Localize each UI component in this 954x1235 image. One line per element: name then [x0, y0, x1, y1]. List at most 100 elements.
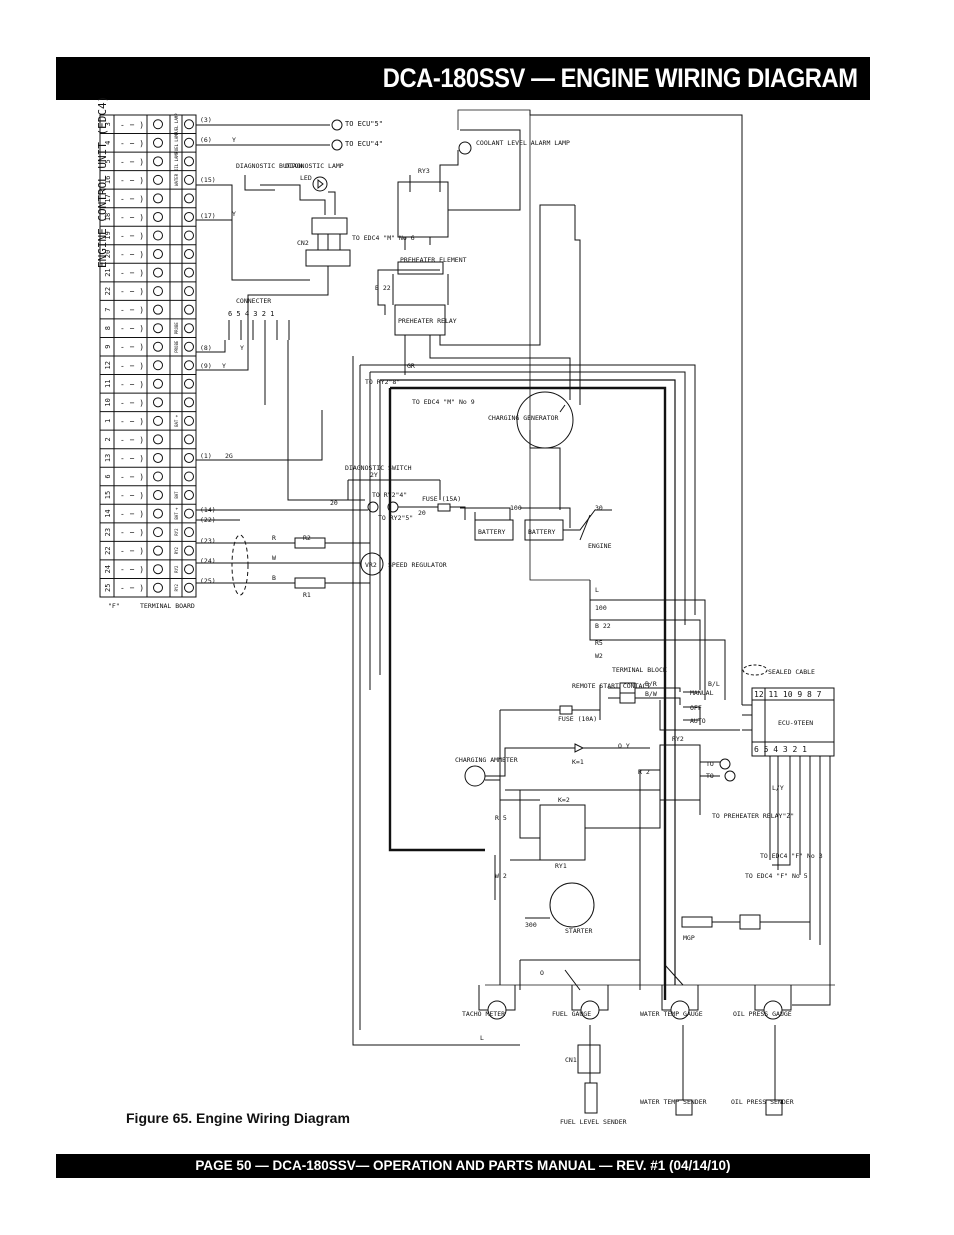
terminal-board-tag: "F" [108, 602, 120, 610]
page-title: DCA-180SSV — ENGINE WIRING DIAGRAM [383, 63, 858, 93]
terminal-number: 19 [104, 231, 112, 239]
led-label: LED [300, 174, 312, 182]
terminal-screw-icon [153, 508, 163, 519]
terminal-number: 25 [104, 584, 112, 592]
terminal-screw-icon [184, 341, 194, 352]
terminal-number: 16 [104, 176, 112, 184]
wire-color-b: B [272, 574, 276, 582]
to-a-label: TO [706, 772, 714, 780]
wire-8: (8) [200, 344, 212, 352]
to-ry2-5-label: TO RY2"5" [378, 514, 413, 522]
fuel-sender-label: FUEL LEVEL SENDER [560, 1118, 627, 1126]
connector-c-icon [331, 119, 343, 131]
r1-label: R1 [303, 591, 311, 599]
battery1-label: BATTERY [478, 528, 505, 536]
terminal-screw-icon [184, 304, 194, 315]
terminal-screw-icon [184, 137, 194, 148]
terminal-dash: - − ) [120, 250, 144, 259]
terminal-screw-icon [153, 193, 163, 204]
footer-text: PAGE 50 — DCA-180SSV— OPERATION AND PART… [195, 1158, 731, 1173]
terminal-number: 15 [104, 491, 112, 499]
terminal-number: 12 [104, 361, 112, 369]
terminal-screw-icon [153, 434, 163, 445]
terminal-screw-icon [184, 156, 194, 167]
terminal-screw-icon [153, 545, 163, 556]
terminal-dash: - − ) [120, 380, 144, 389]
to-edc4-3-label: TO EDC4 "F" No 3 [760, 852, 823, 860]
to-edc4-5-label: TO EDC4 "F" No 5 [745, 872, 808, 880]
terminal-screw-icon [153, 267, 163, 278]
terminal-screw-icon [153, 119, 163, 130]
ry1-label: RY1 [555, 862, 567, 870]
terminal-screw-icon [184, 230, 194, 241]
terminal-side-label: PROBE [174, 322, 179, 335]
to-edc4-6-label: TO EDC4 "M" No 6 [352, 234, 415, 242]
ecu-unit-label: ENGINE CONTROL UNIT (EDC4) [96, 96, 109, 268]
terminal-screw-icon [184, 211, 194, 222]
terminal-screw-icon [184, 323, 194, 334]
terminal-dash: - − ) [120, 120, 144, 129]
wire-color-y2: Y [232, 210, 236, 218]
gauge-wire [506, 985, 516, 1011]
terminal-dash: - − ) [120, 213, 144, 222]
terminal-screw-icon [153, 360, 163, 371]
terminal-screw-icon [153, 582, 163, 593]
terminal-number: 22 [104, 546, 112, 554]
wire-3: (3) [200, 116, 212, 124]
terminal-dash: - − ) [120, 454, 144, 463]
wire-l-bottom: L [480, 1034, 484, 1042]
terminal-screw-icon [153, 137, 163, 148]
terminal-number: 9 [104, 345, 112, 349]
terminal-number: 17 [104, 194, 112, 202]
terminal-screw-icon [153, 415, 163, 426]
preheater-element-label: PREHEATER ELEMENT [400, 256, 467, 264]
to-ry2-4-label: TO RY2"4" [372, 491, 407, 499]
terminal-number: 3 [104, 122, 112, 126]
water-sender-label: WATER TEMP SENDER [640, 1098, 707, 1106]
wire-w2b: W 2 [495, 872, 507, 880]
wire-14: (14) [200, 506, 216, 514]
preheater-relay-label: PREHEATER RELAY [398, 317, 457, 325]
terminal-screw-icon [184, 527, 194, 538]
terminal-side-label: OIL LAMP [174, 151, 179, 171]
terminal-dash: - − ) [120, 473, 144, 482]
connector-b-icon [719, 758, 731, 770]
terminal-number: 14 [104, 509, 112, 517]
terminal-screw-icon [184, 174, 194, 185]
cn2-label: CN2 [297, 239, 309, 247]
to-ecu4-label: TO ECU"4" [345, 140, 383, 148]
terminal-screw-icon [153, 230, 163, 241]
terminal-screw-icon [153, 490, 163, 501]
terminal-dash: - − ) [120, 491, 144, 500]
terminal-screw-icon [153, 378, 163, 389]
figure-caption: Figure 65. Engine Wiring Diagram [126, 1110, 350, 1126]
terminal-side-label: BAT + [174, 507, 179, 520]
r2-label: R2 [303, 534, 311, 542]
terminal-dash: - − ) [120, 287, 144, 296]
terminal-dash: - − ) [120, 510, 144, 519]
wire-color-y4: Y [222, 362, 226, 370]
terminal-number: 2 [104, 437, 112, 441]
terminal-screw-icon [184, 360, 194, 371]
wire-30: 30 [595, 504, 603, 512]
terminal-screw-icon [184, 286, 194, 297]
wire-2y: 2Y [370, 471, 378, 479]
wire-25: (25) [200, 577, 216, 585]
fuse10-label: FUSE (10A) [558, 715, 597, 723]
terminal-dash: - − ) [120, 139, 144, 148]
wire-bl: B/L [708, 680, 720, 688]
terminal-screw-icon [153, 341, 163, 352]
terminal-screw-icon [184, 452, 194, 463]
wire-color-y1: Y [232, 136, 236, 144]
terminal-screw-icon [184, 119, 194, 130]
starter-label: STARTER [565, 927, 592, 935]
terminal-dash: - − ) [120, 528, 144, 537]
terminal-screw-icon [153, 211, 163, 222]
speed-regulator-label: SPEED REGULATOR [388, 561, 447, 569]
terminal-side-label: RY2 [174, 546, 179, 554]
terminal-number: 1 [104, 419, 112, 423]
terminal-dash: - − ) [120, 343, 144, 352]
wire-l: L [595, 586, 599, 594]
k1-label: K=1 [572, 758, 584, 766]
